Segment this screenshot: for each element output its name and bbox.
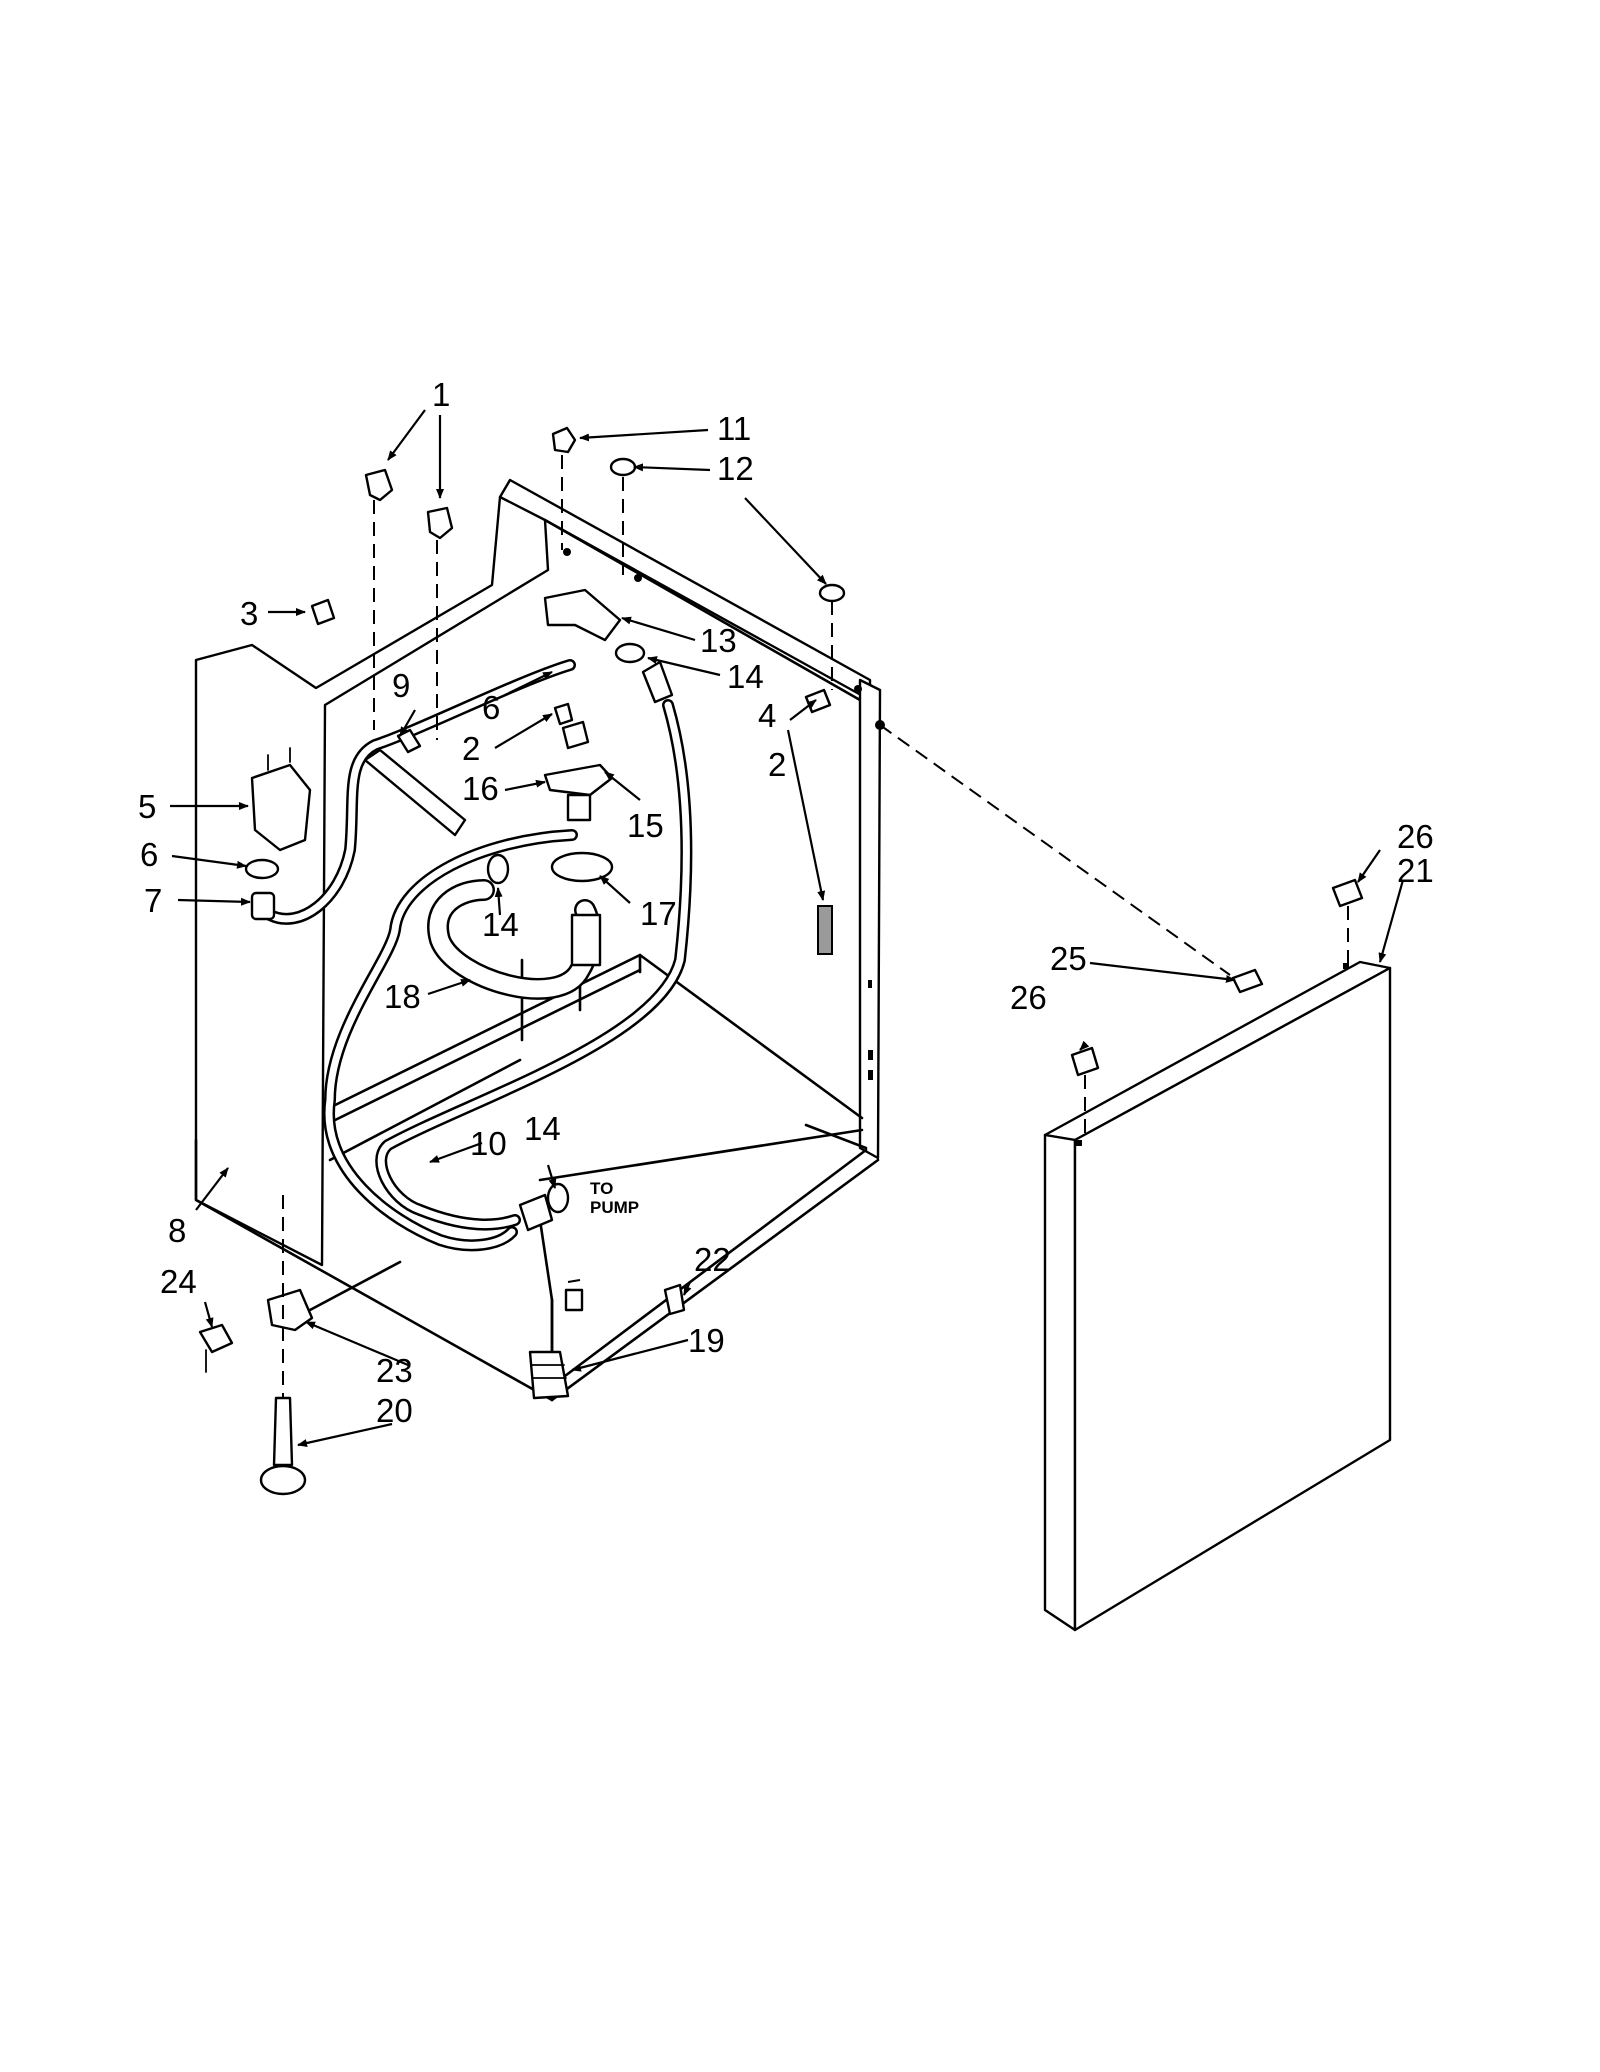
water-valve-part-5 (250, 763, 312, 852)
clamp-part-14c (546, 1182, 570, 1214)
callout-12: 12 (717, 450, 754, 487)
callout-23: 23 (376, 1352, 413, 1389)
bracket-part-23 (266, 1288, 314, 1332)
leader-arrows (170, 409, 1405, 1447)
callout-26b: 26 (1010, 979, 1047, 1016)
clip-part-24 (198, 1323, 234, 1354)
hose-end-part-7 (250, 891, 276, 921)
hoses (264, 659, 693, 1252)
nut-part-11 (551, 426, 577, 454)
callout-26a: 26 (1397, 818, 1434, 855)
foot-part-19 (528, 1350, 570, 1400)
ring-part-17 (550, 851, 614, 883)
callout-2b: 2 (768, 746, 786, 783)
clip-part-25 (1231, 968, 1264, 994)
plug-part-12b (818, 583, 846, 603)
callout-19: 19 (688, 1322, 725, 1359)
clip-part-1a (364, 468, 394, 502)
callout-9: 9 (392, 667, 410, 704)
callout-10: 10 (470, 1125, 507, 1162)
callout-7: 7 (144, 882, 162, 919)
callout-6b: 6 (482, 689, 500, 726)
callout-3: 3 (240, 595, 258, 632)
cabinet (194, 478, 885, 1402)
screw-part-2a (553, 702, 574, 726)
callout-2a: 2 (462, 730, 480, 767)
callout-4: 4 (758, 697, 776, 734)
screw-part-3 (310, 598, 336, 626)
callout-13: 13 (700, 622, 737, 659)
plug-part-12a (609, 457, 637, 477)
callout-21: 21 (1397, 852, 1434, 889)
callout-22: 22 (694, 1241, 731, 1278)
callout-1: 1 (432, 376, 450, 413)
elbow-part-13 (543, 588, 622, 642)
alignment-lines (282, 455, 1349, 1398)
callout-25: 25 (1050, 940, 1087, 977)
front-panel-part-21 (1043, 878, 1392, 1632)
cabinet-right-post (858, 678, 882, 1160)
callout-17: 17 (640, 895, 677, 932)
latch-part-22 (663, 1283, 686, 1316)
leveling-leg-part-20 (272, 1396, 294, 1467)
callout-15: 15 (627, 807, 664, 844)
callout-18: 18 (384, 978, 421, 1015)
to-pump-note-line1: TO (590, 1179, 613, 1198)
clip-part-1b (426, 506, 454, 540)
callout-14b: 14 (482, 906, 519, 943)
screw-part-2b (804, 688, 832, 714)
callout-20: 20 (376, 1392, 413, 1429)
callout-16: 16 (462, 770, 499, 807)
strip-part-4 (817, 905, 833, 955)
valve-part-16 (543, 763, 614, 797)
callout-5: 5 (138, 788, 156, 825)
callout-14c: 14 (524, 1110, 561, 1147)
clamp-part-14a (614, 642, 646, 664)
callout-14a: 14 (727, 658, 764, 695)
callout-labels: 1 3 9 6 2 16 5 6 7 11 12 13 14 2 15 4 14… (138, 376, 1434, 1429)
clip-part-26b (1070, 1046, 1100, 1077)
callout-8: 8 (168, 1212, 186, 1249)
callout-24: 24 (160, 1263, 197, 1300)
clamp-part-14b (486, 853, 510, 885)
callout-6a: 6 (140, 836, 158, 873)
callout-11: 11 (717, 410, 751, 447)
to-pump-note-line2: PUMP (590, 1198, 639, 1217)
clip-part-26a (1331, 878, 1364, 908)
clamp-part-6a (244, 858, 280, 880)
